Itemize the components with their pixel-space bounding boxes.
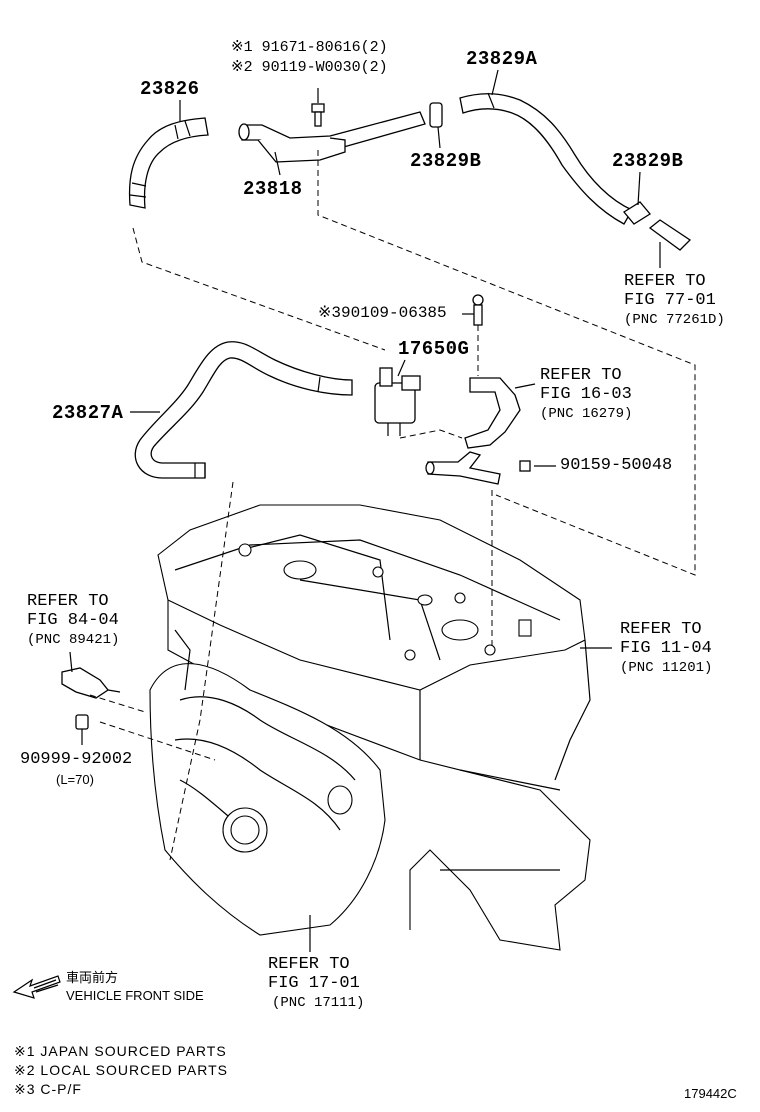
part-23829a-label: 23829A [466,48,538,70]
leader-lines [69,69,661,952]
clamp-23829b-right [623,201,692,251]
refer-fig-16-03-pnc: (PNC 16279) [540,406,633,422]
part-90999-length: (L=70) [56,772,94,787]
refer-fig-17-01-pnc: (PNC 17111) [272,995,365,1011]
hose-short [425,451,501,485]
bolt-90159 [519,460,531,472]
part-90999-label: 90999-92002 [20,750,133,769]
legend-note-1: ※1 JAPAN SOURCED PARTS [14,1043,227,1059]
hose-90999 [75,714,89,730]
refer-fig-11-04-line1: REFER TO [620,620,702,639]
legend-note-2: ※2 LOCAL SOURCED PARTS [14,1062,228,1078]
hose-23827a [134,341,353,479]
refer-fig-77-01-line2: FIG 77-01 [624,291,716,310]
refer-fig-84-04-line1: REFER TO [27,592,109,611]
part-23829b-right-label: 23829B [612,150,684,172]
dashed-reference-lines [89,150,696,861]
part-90159-label: 90159-50048 [560,456,673,475]
refer-fig-11-04-line2: FIG 11-04 [620,639,712,658]
engine-block [149,504,591,951]
part-90109-label: ※390109-06385 [318,304,447,322]
part-23818-label: 23818 [243,178,303,200]
refer-fig-77-01-pnc: (PNC 77261D) [624,312,725,328]
note1-part-label: ※1 91671-80616(2) [231,39,388,56]
refer-fig-11-04-pnc: (PNC 11201) [620,660,713,676]
sensor-89421 [61,667,121,699]
vehicle-front-japanese: 車両前方 [66,970,119,985]
part-17650g-label: 17650G [398,338,470,360]
bracket-16279 [464,377,521,449]
hose-23829a [459,92,633,225]
bolt-90109 [472,294,484,326]
figure-id: 179442C [684,1086,737,1101]
legend-note-3: ※3 C-P/F [14,1081,82,1097]
arrow-left-icon [12,975,61,999]
part-23827a-label: 23827A [52,402,124,424]
part-23829b-left-label: 23829B [410,150,482,172]
hose-23826 [128,117,209,209]
vehicle-front-english: VEHICLE FRONT SIDE [66,988,204,1003]
refer-fig-16-03-line2: FIG 16-03 [540,385,632,404]
refer-fig-84-04-pnc: (PNC 89421) [27,632,120,648]
note2-part-label: ※2 90119-W0030(2) [231,59,388,76]
pipe-23818 [238,102,443,163]
refer-fig-17-01-line2: FIG 17-01 [268,974,360,993]
vsv-17650g [374,367,421,436]
refer-fig-84-04-line2: FIG 84-04 [27,611,119,630]
refer-fig-17-01-line1: REFER TO [268,955,350,974]
refer-fig-77-01-line1: REFER TO [624,272,706,291]
bolt-91671 [311,88,325,127]
part-23826-label: 23826 [140,78,200,100]
refer-fig-16-03-line1: REFER TO [540,366,622,385]
